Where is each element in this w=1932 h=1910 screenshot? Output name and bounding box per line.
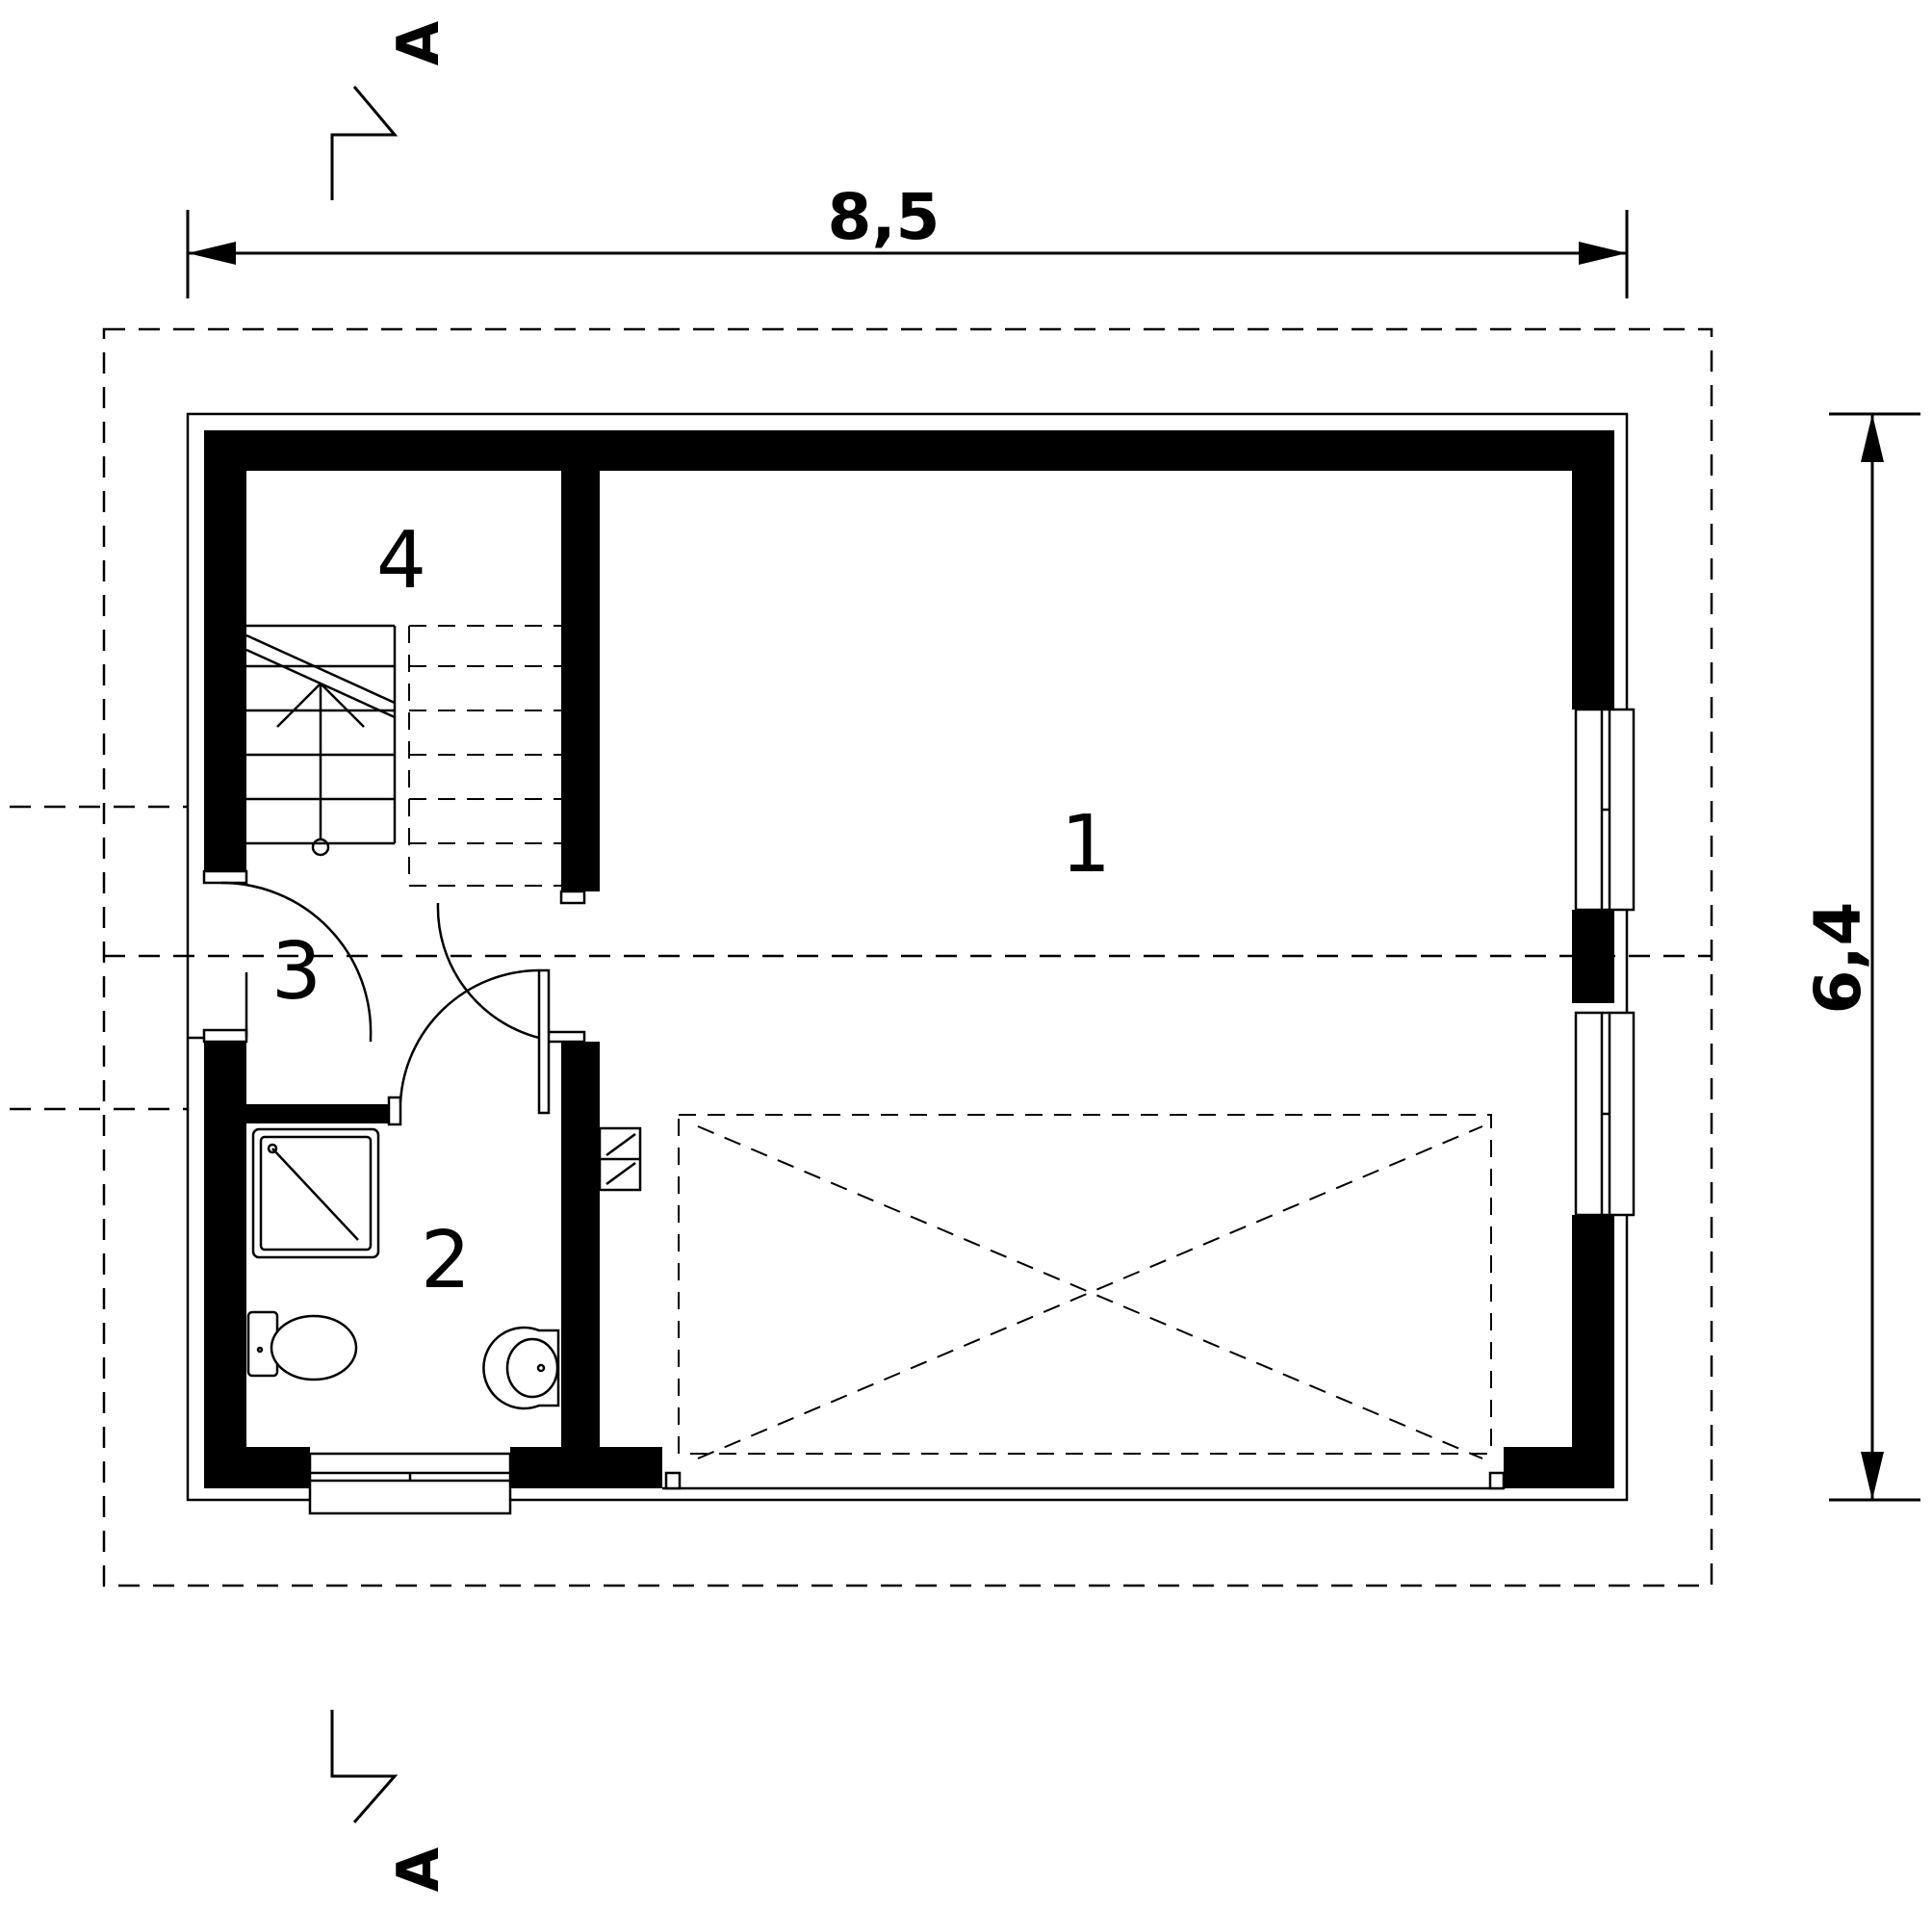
vent-box — [561, 1126, 642, 1192]
section-marker-top: A — [330, 20, 452, 200]
depth-dimension-label: 6,4 — [1801, 902, 1875, 1015]
room-number-4: 4 — [376, 515, 426, 607]
window-right-upper — [1574, 708, 1636, 912]
window-right-lower — [1574, 1011, 1636, 1217]
room-number-3: 3 — [271, 926, 322, 1018]
room-number-2: 2 — [421, 1215, 471, 1306]
garage-interior-door — [436, 890, 586, 1115]
width-dimension-label: 8,5 — [828, 180, 940, 254]
width-dimension: 8,5 — [186, 180, 1629, 298]
staircase — [245, 624, 561, 887]
toilet — [246, 1310, 358, 1381]
section-marker-bottom: A — [330, 1710, 452, 1892]
washbasin — [482, 1326, 560, 1410]
bathroom-door — [387, 968, 540, 1126]
shower-tray — [251, 1127, 380, 1259]
room-number-1: 1 — [1061, 799, 1111, 890]
building-outline — [186, 412, 1629, 1502]
walls — [204, 430, 1614, 1488]
depth-dimension: 6,4 — [1801, 412, 1920, 1502]
garage-door — [662, 1114, 1506, 1490]
entrance-door — [188, 869, 373, 1044]
section-label-top: A — [385, 20, 452, 65]
section-label-bottom: A — [385, 1846, 452, 1892]
roof-outline — [102, 327, 1713, 1587]
window-bathroom — [308, 1452, 512, 1515]
